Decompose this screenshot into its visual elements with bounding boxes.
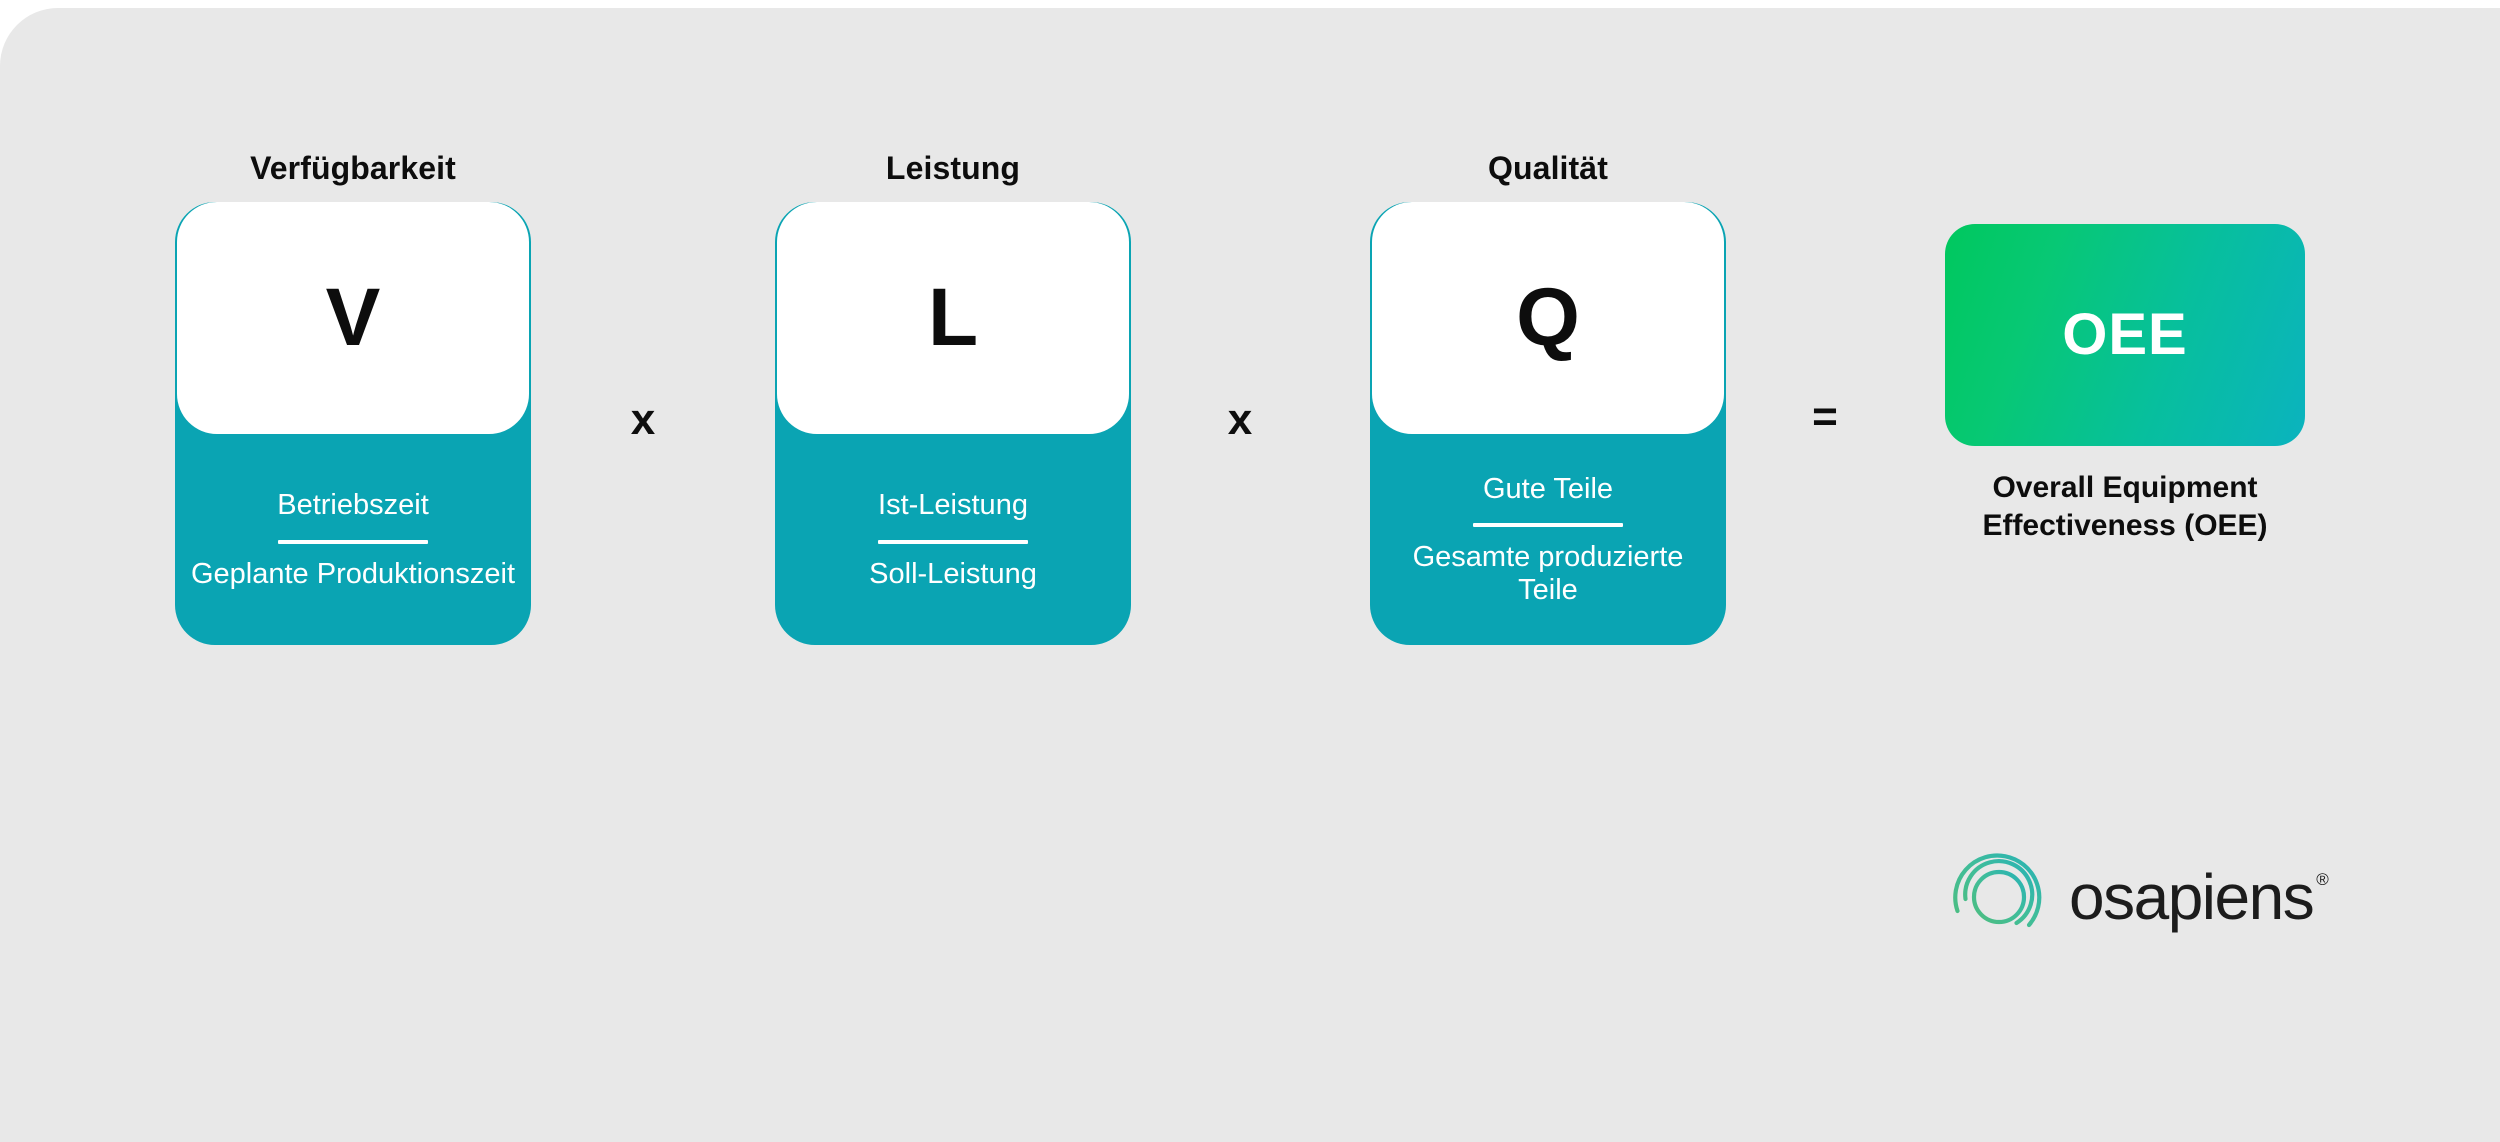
- fraction-divider-line: [278, 539, 428, 544]
- metric-letter-quality: Q: [1516, 272, 1580, 363]
- oee-result-box: OEE: [1945, 224, 2305, 446]
- metric-title-performance: Leistung: [885, 150, 1021, 186]
- fraction-numerator: Ist-Leistung: [878, 489, 1028, 522]
- metric-card-white-panel: Q: [1372, 202, 1724, 434]
- fraction-numerator: Gute Teile: [1482, 472, 1614, 505]
- fraction-denominator: Geplante Produktionszeit: [190, 557, 516, 590]
- metric-title-availability: Verfügbarkeit: [250, 150, 456, 186]
- oee-result-label: OEE: [2062, 302, 2188, 367]
- operator-multiply-2: x: [1227, 395, 1253, 444]
- metric-card-body-availability: Betriebszeit Geplante Produktionszeit V: [175, 202, 531, 645]
- oee-result-caption: Overall Equipment Effectiveness (OEE): [1982, 471, 2268, 543]
- metric-card-body-performance: Ist-Leistung Soll-Leistung L: [775, 202, 1131, 645]
- metric-fraction-quality: Gute Teile Gesamte produzierte Teile: [1370, 434, 1726, 645]
- metric-letter-performance: L: [927, 272, 979, 363]
- operator-multiply-1: x: [630, 395, 656, 444]
- metric-card-white-panel: L: [777, 202, 1129, 434]
- osapiens-wordmark-text: osapiens: [2069, 861, 2315, 933]
- metric-letter-availability: V: [325, 272, 381, 363]
- oee-result-group: OEE Overall Equipment Effectiveness (OEE…: [1945, 224, 2305, 546]
- fraction-divider-line: [878, 539, 1028, 544]
- osapiens-logo: osapiens ®: [1943, 836, 2329, 958]
- fraction-denominator: Soll-Leistung: [869, 557, 1037, 590]
- operator-equals: =: [1812, 392, 1838, 441]
- osapiens-spiral-mark: [1953, 853, 2042, 928]
- fraction-divider-line: [1473, 523, 1623, 528]
- metric-fraction-performance: Ist-Leistung Soll-Leistung: [775, 434, 1131, 645]
- metric-card-body-quality: Gute Teile Gesamte produzierte Teile Q: [1370, 202, 1726, 645]
- metric-title-quality: Qualität: [1488, 150, 1608, 186]
- registered-trademark-icon: ®: [2316, 870, 2329, 889]
- osapiens-wordmark: osapiens ®: [2069, 865, 2329, 929]
- metric-card-white-panel: V: [177, 202, 529, 434]
- fraction-numerator: Betriebszeit: [277, 489, 429, 522]
- metric-fraction-availability: Betriebszeit Geplante Produktionszeit: [175, 434, 531, 645]
- fraction-denominator: Gesamte produzierte Teile: [1412, 541, 1684, 606]
